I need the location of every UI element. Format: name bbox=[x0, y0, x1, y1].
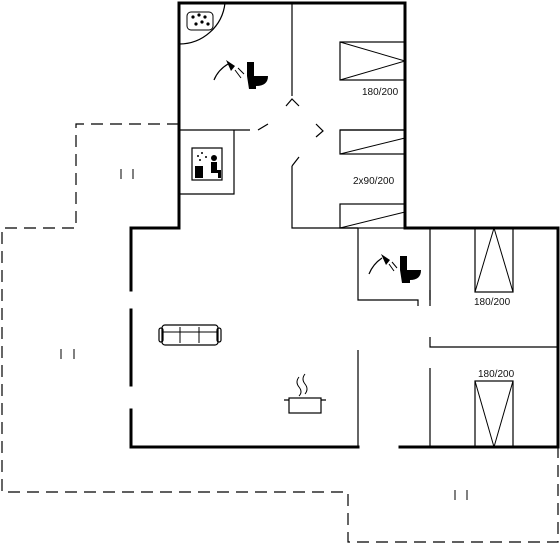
bed-size-label: 180/200 bbox=[474, 297, 511, 308]
toilet-icon bbox=[400, 256, 421, 283]
wall-bedroom-2-left bbox=[291, 166, 358, 229]
wall-bath2 bbox=[357, 228, 431, 306]
bedroom-2: 2x90/200 bbox=[339, 129, 406, 229]
wall-bedroom-split bbox=[429, 337, 558, 348]
door-swing-1 bbox=[285, 98, 300, 107]
cooking-pot-icon bbox=[284, 373, 326, 414]
hot-tub-icon bbox=[178, 2, 226, 45]
terrace-marker-1 bbox=[120, 169, 134, 179]
sofa-icon bbox=[158, 324, 222, 346]
toilet-icon bbox=[247, 62, 268, 89]
door-swing-2 bbox=[315, 123, 324, 138]
single-bed-icon bbox=[339, 203, 406, 229]
terrace-marker-2 bbox=[60, 349, 75, 359]
interior-walls bbox=[178, 3, 558, 447]
terrace-outlines bbox=[1, 123, 559, 543]
wall-left-upper bbox=[129, 1, 181, 292]
bed-size-label: 180/200 bbox=[478, 369, 515, 380]
shower-icon bbox=[213, 60, 245, 81]
wall-left-bottom bbox=[129, 408, 360, 449]
double-bed-icon bbox=[474, 226, 514, 293]
terrace-north-west bbox=[1, 123, 559, 543]
bedroom-4: 180/200 bbox=[474, 369, 515, 449]
shower-icon bbox=[368, 254, 398, 275]
bedroom-3: 180/200 bbox=[474, 226, 514, 308]
wall-north-wing bbox=[177, 1, 560, 449]
double-bed-icon bbox=[339, 41, 407, 81]
door-swing-3 bbox=[291, 156, 300, 167]
wall-sauna bbox=[178, 130, 235, 195]
wall-bath-bottom bbox=[179, 123, 269, 131]
bedroom-1: 180/200 bbox=[339, 41, 407, 98]
single-bed-icon bbox=[339, 129, 406, 155]
bed-size-label: 2x90/200 bbox=[353, 176, 395, 187]
sauna-icon bbox=[191, 147, 223, 181]
double-bed-icon bbox=[474, 380, 514, 449]
exterior-walls bbox=[129, 1, 560, 449]
terrace-marker-3 bbox=[454, 490, 468, 500]
bed-size-label: 180/200 bbox=[362, 87, 399, 98]
